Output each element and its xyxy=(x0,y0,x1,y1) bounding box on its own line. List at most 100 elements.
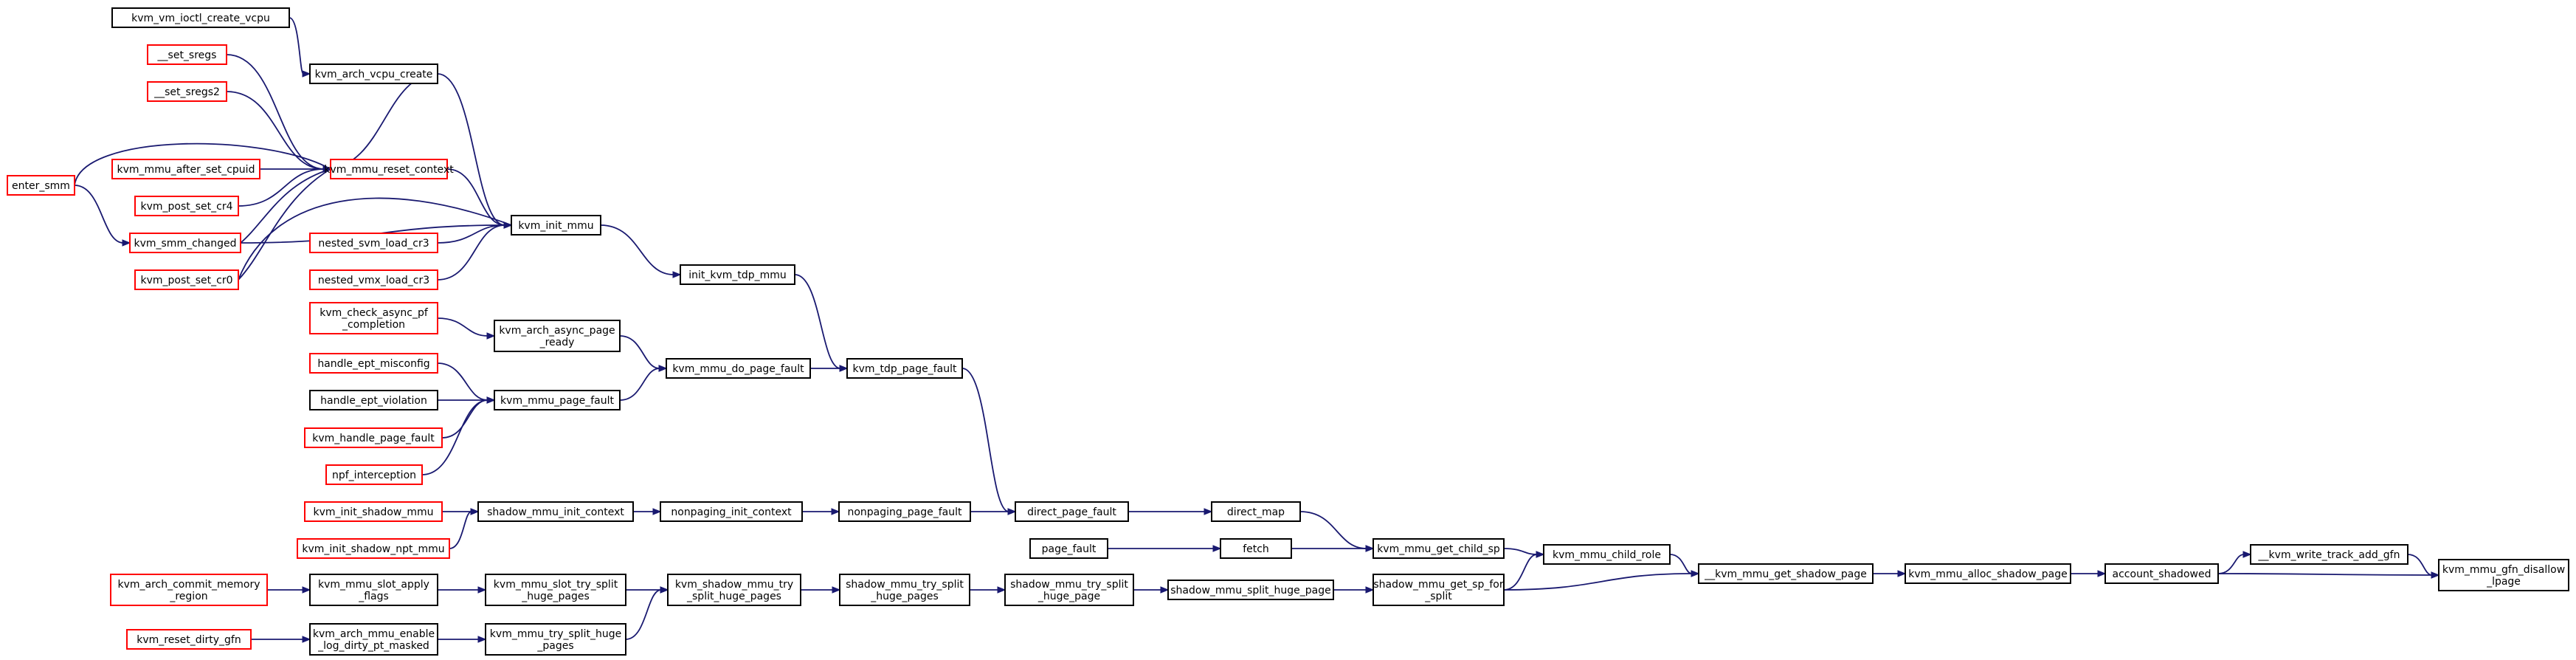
node-box[interactable] xyxy=(309,574,438,606)
node-kvm-mmu-after-set-cpuid[interactable]: kvm_mmu_after_set_cpuid xyxy=(111,159,260,179)
node-init-kvm-tdp-mmu[interactable]: init_kvm_tdp_mmu xyxy=(680,264,795,285)
node-box[interactable] xyxy=(494,390,621,410)
node-box[interactable] xyxy=(839,574,970,606)
node-box[interactable] xyxy=(309,353,438,374)
node-shadow-mmu-split-huge-page[interactable]: shadow_mmu_split_huge_page xyxy=(1167,580,1334,600)
node-set-sregs[interactable]: __set_sregs xyxy=(147,44,227,65)
node-kvm-mmu-gfn-disallow-lpage[interactable]: kvm_mmu_gfn_disallow_lpage xyxy=(2438,559,2569,591)
node-box[interactable] xyxy=(134,196,239,216)
node-box[interactable] xyxy=(129,233,241,253)
node-box[interactable] xyxy=(1698,563,1874,584)
node-box[interactable] xyxy=(838,501,971,522)
node-kvm-check-async-pf-completion[interactable]: kvm_check_async_pf_completion xyxy=(309,302,438,334)
node-box[interactable] xyxy=(126,629,252,650)
node-box[interactable] xyxy=(134,269,239,290)
node-box[interactable] xyxy=(309,233,438,253)
node-fetch[interactable]: fetch xyxy=(1220,538,1292,559)
node-box[interactable] xyxy=(325,464,423,485)
node-kvm-init-shadow-mmu[interactable]: kvm_init_shadow_mmu xyxy=(304,501,443,522)
node-box[interactable] xyxy=(111,7,290,28)
node-kvm-arch-mmu-enable-log-dirty-pt-masked[interactable]: kvm_arch_mmu_enable_log_dirty_pt_masked xyxy=(309,623,438,656)
node-shadow-mmu-try-split-huge-pages[interactable]: shadow_mmu_try_split_huge_pages xyxy=(839,574,970,606)
node-box[interactable] xyxy=(2438,559,2569,591)
node-enter-smm[interactable]: enter_smm xyxy=(7,175,75,196)
node-kvm-mmu-slot-apply-flags[interactable]: kvm_mmu_slot_apply_flags xyxy=(309,574,438,606)
node-direct-map[interactable]: direct_map xyxy=(1211,501,1301,522)
node-kvm-mmu-child-role[interactable]: kvm_mmu_child_role xyxy=(1543,544,1671,565)
node-kvm-mmu-get-child-sp[interactable]: kvm_mmu_get_child_sp xyxy=(1372,538,1505,559)
node-box[interactable] xyxy=(485,623,626,656)
node-box[interactable] xyxy=(330,159,448,179)
node-kvm-handle-page-fault[interactable]: kvm_handle_page_fault xyxy=(304,427,443,448)
node-kvm-reset-dirty-gfn[interactable]: kvm_reset_dirty_gfn xyxy=(126,629,252,650)
node-set-sregs2[interactable]: __set_sregs2 xyxy=(147,81,227,102)
node-kvm-mmu-reset-context[interactable]: kvm_mmu_reset_context xyxy=(324,159,454,179)
node-box[interactable] xyxy=(1220,538,1292,559)
node-box[interactable] xyxy=(1372,574,1505,606)
node-box[interactable] xyxy=(309,63,438,84)
node-box[interactable] xyxy=(846,358,963,379)
node-kvm-mmu-slot-try-split-huge-pages[interactable]: kvm_mmu_slot_try_split_huge_pages xyxy=(485,574,626,606)
node-box[interactable] xyxy=(494,320,621,352)
node-nested-svm-load-cr3[interactable]: nested_svm_load_cr3 xyxy=(309,233,438,253)
node-kvm-mmu-try-split-huge-pages[interactable]: kvm_mmu_try_split_huge_pages xyxy=(485,623,626,656)
node-box[interactable] xyxy=(7,175,75,196)
node-box[interactable] xyxy=(511,215,601,236)
node-box[interactable] xyxy=(304,427,443,448)
node-shadow-mmu-init-context[interactable]: shadow_mmu_init_context xyxy=(477,501,634,522)
node-kvm-init-mmu[interactable]: kvm_init_mmu xyxy=(511,215,601,236)
node-nonpaging-init-context[interactable]: nonpaging_init_context xyxy=(660,501,803,522)
node-direct-page-fault[interactable]: direct_page_fault xyxy=(1015,501,1129,522)
node-box[interactable] xyxy=(660,501,803,522)
node-box[interactable] xyxy=(1543,544,1671,565)
node-npf-interception[interactable]: npf_interception xyxy=(325,464,423,485)
node-box[interactable] xyxy=(147,81,227,102)
node-box[interactable] xyxy=(477,501,634,522)
node-box[interactable] xyxy=(667,574,801,606)
node-kvm-arch-async-page-ready[interactable]: kvm_arch_async_page_ready xyxy=(494,320,621,352)
node-kvm-arch-vcpu-create[interactable]: kvm_arch_vcpu_create xyxy=(309,63,438,84)
node-box[interactable] xyxy=(111,159,260,179)
node-nonpaging-page-fault[interactable]: nonpaging_page_fault xyxy=(838,501,971,522)
node-box[interactable] xyxy=(666,358,811,379)
node-box[interactable] xyxy=(1211,501,1301,522)
node-kvm-post-set-cr4[interactable]: kvm_post_set_cr4 xyxy=(134,196,239,216)
node-kvm-init-shadow-npt-mmu[interactable]: kvm_init_shadow_npt_mmu xyxy=(297,538,450,559)
node-nested-vmx-load-cr3[interactable]: nested_vmx_load_cr3 xyxy=(309,269,438,290)
node-shadow-mmu-get-sp-for-split[interactable]: shadow_mmu_get_sp_for_split xyxy=(1372,574,1505,606)
node-kvm-shadow-mmu-try-split-huge-pages[interactable]: kvm_shadow_mmu_try_split_huge_pages xyxy=(667,574,801,606)
node-kvm-smm-changed[interactable]: kvm_smm_changed xyxy=(129,233,241,253)
node-handle-ept-violation[interactable]: handle_ept_violation xyxy=(309,390,438,410)
node-box[interactable] xyxy=(110,574,268,606)
node-kvm-arch-commit-memory-region[interactable]: kvm_arch_commit_memory_region xyxy=(110,574,268,606)
node-box[interactable] xyxy=(309,302,438,334)
node-box[interactable] xyxy=(1372,538,1505,559)
node-kvm-mmu-do-page-fault[interactable]: kvm_mmu_do_page_fault xyxy=(666,358,811,379)
node-box[interactable] xyxy=(1905,563,2071,584)
node-box[interactable] xyxy=(297,538,450,559)
node-box[interactable] xyxy=(2104,563,2219,584)
node-page-fault[interactable]: page_fault xyxy=(1029,538,1108,559)
node-box[interactable] xyxy=(1167,580,1334,600)
node-kvm-mmu-alloc-shadow-page[interactable]: kvm_mmu_alloc_shadow_page xyxy=(1905,563,2071,584)
node-kvm-vm-ioctl-create-vcpu[interactable]: kvm_vm_ioctl_create_vcpu xyxy=(111,7,290,28)
node-box[interactable] xyxy=(309,390,438,410)
node-kvm-post-set-cr0[interactable]: kvm_post_set_cr0 xyxy=(134,269,239,290)
node-box[interactable] xyxy=(1029,538,1108,559)
node-box[interactable] xyxy=(309,623,438,656)
node-kvm-mmu-page-fault[interactable]: kvm_mmu_page_fault xyxy=(494,390,621,410)
node-box[interactable] xyxy=(309,269,438,290)
node-kvm-tdp-page-fault[interactable]: kvm_tdp_page_fault xyxy=(846,358,963,379)
node-kvm-write-track-add-gfn[interactable]: __kvm_write_track_add_gfn xyxy=(2250,544,2408,565)
node-box[interactable] xyxy=(147,44,227,65)
node-kvm-mmu-get-shadow-page[interactable]: __kvm_mmu_get_shadow_page xyxy=(1698,563,1874,584)
node-box[interactable] xyxy=(485,574,626,606)
node-account-shadowed[interactable]: account_shadowed xyxy=(2104,563,2219,584)
node-box[interactable] xyxy=(304,501,443,522)
node-box[interactable] xyxy=(680,264,795,285)
node-shadow-mmu-try-split-huge-page[interactable]: shadow_mmu_try_split_huge_page xyxy=(1004,574,1134,606)
node-box[interactable] xyxy=(2250,544,2408,565)
node-box[interactable] xyxy=(1015,501,1129,522)
node-box[interactable] xyxy=(1004,574,1134,606)
node-handle-ept-misconfig[interactable]: handle_ept_misconfig xyxy=(309,353,438,374)
